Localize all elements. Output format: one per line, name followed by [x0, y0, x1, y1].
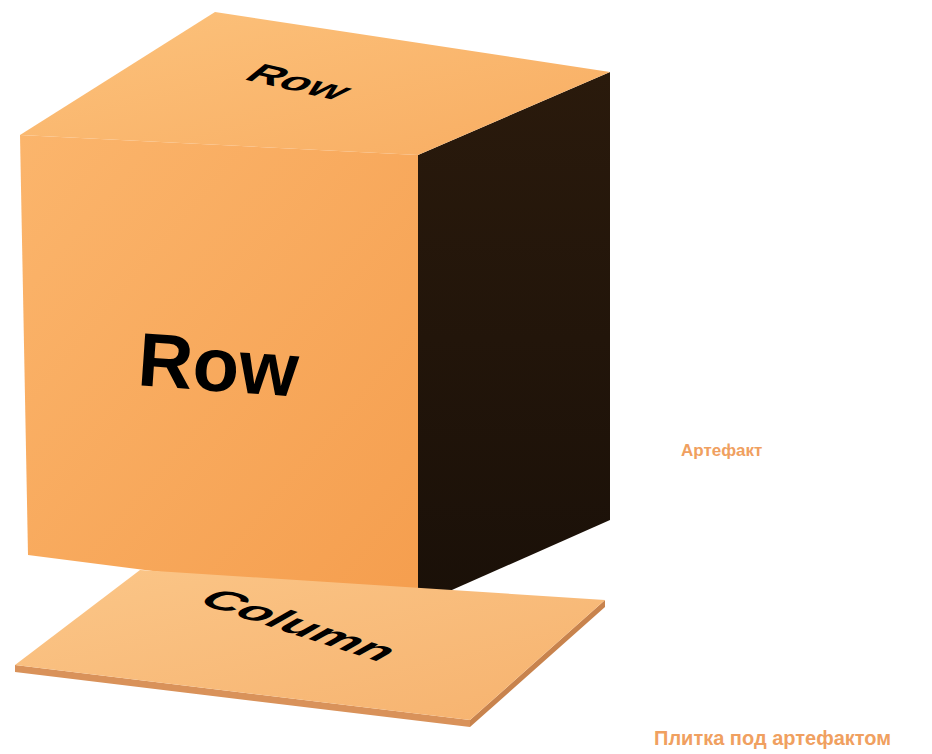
tile: Column	[13, 568, 607, 722]
cube-top-face-shape	[20, 12, 610, 155]
cube-top-face: Row	[18, 10, 612, 158]
caption-label: Артефакт	[681, 442, 762, 461]
cube-right-face	[418, 72, 610, 605]
tile-shape	[15, 570, 605, 720]
face-label: Row	[135, 321, 300, 408]
cube-front-face: Row	[18, 133, 420, 607]
caption-label: Плитка под артефактом	[654, 727, 891, 749]
cube-front-face-shape	[20, 135, 418, 605]
